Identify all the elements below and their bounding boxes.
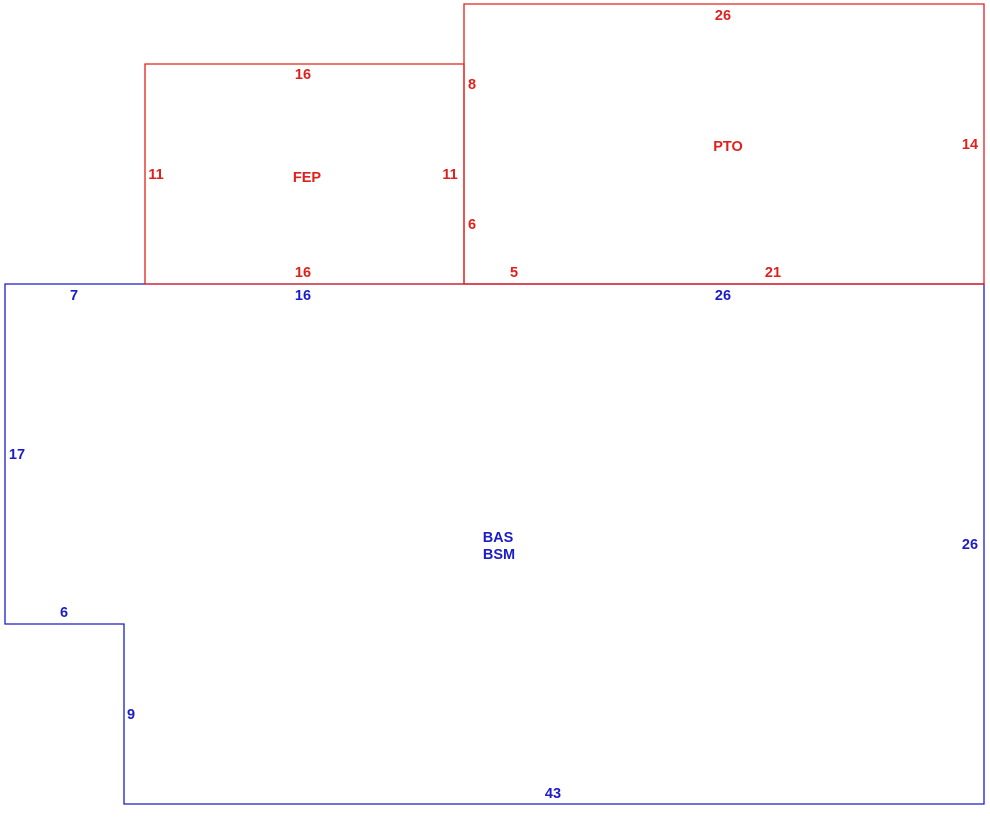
bas-dim-bottom: 43	[545, 786, 561, 802]
bsm-area-label: BSM	[483, 547, 515, 563]
bas-dim-top-mid: 16	[295, 288, 311, 304]
pto-dim-top: 26	[715, 8, 731, 24]
fep-dim-right: 11	[442, 167, 457, 183]
fep-area-label: FEP	[293, 170, 322, 186]
fep-dim-left: 11	[148, 167, 163, 183]
pto-dim-bottom-right: 21	[765, 265, 781, 281]
pto-dim-right: 14	[962, 137, 978, 153]
bas-dim-step-side: 9	[127, 707, 135, 723]
bas-dim-right: 26	[962, 537, 978, 553]
bas-dim-top-right: 26	[715, 288, 731, 304]
bas-dim-step-top: 6	[60, 605, 68, 621]
pto-dim-left-lower: 6	[468, 217, 476, 233]
bas-area-label: BAS	[483, 530, 514, 546]
fep-dim-top: 16	[295, 67, 311, 83]
pto-area-label: PTO	[713, 139, 743, 155]
bas-dim-top-left: 7	[70, 288, 78, 304]
fep-dim-bottom: 16	[295, 265, 311, 281]
pto-dim-bottom-left: 5	[510, 265, 518, 281]
bas-dim-left: 17	[9, 447, 25, 463]
pto-dim-left-upper: 8	[468, 77, 476, 93]
